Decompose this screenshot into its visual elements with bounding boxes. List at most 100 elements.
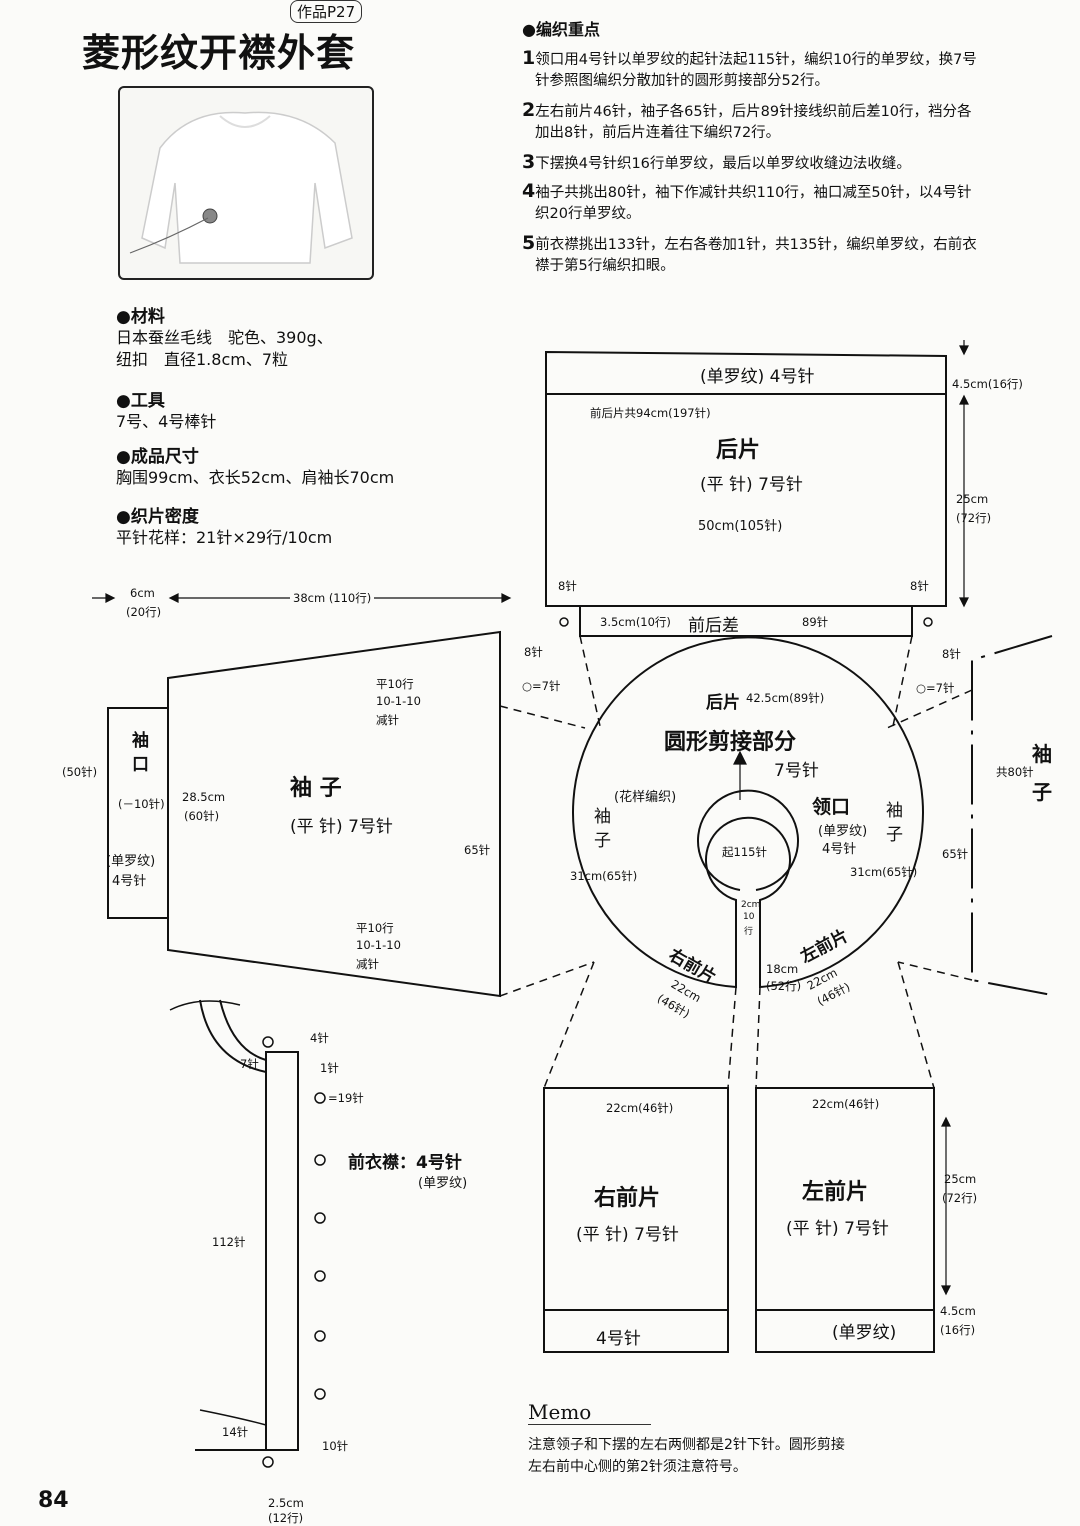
left-cuff-outline	[107, 707, 169, 919]
right-front-outline	[543, 1087, 729, 1353]
front-back-difference	[579, 606, 913, 637]
neck-curve-inner	[219, 999, 267, 1061]
key-points: ●编织重点 1领口用4号针以单罗纹的起针法起115针，编织10行的单罗纹，换7号…	[522, 16, 977, 277]
cuff-name-2: 口	[132, 755, 149, 775]
right-front-name: 右前片	[594, 1186, 661, 1211]
back-needle: (平 针) 7号针	[700, 475, 803, 495]
back-name: 后片	[716, 438, 761, 463]
back-rib-height: 4.5cm(16行)	[952, 377, 1023, 391]
hem-curve	[199, 1409, 267, 1426]
step-4: 4袖子共挑出80针，袖下作减针共织110行，袖口减至50针，以4号针织20行单罗…	[522, 180, 972, 223]
back-add-right: 8针	[910, 579, 929, 593]
step-5: 5前衣襟挑出133针，左右各卷加1针，共135针，编织单罗纹，右前衣襟于第5行编…	[522, 232, 977, 275]
yoke-pattern: (花样编织)	[614, 790, 677, 805]
right-sleeve-stitches: 65针	[942, 847, 969, 861]
yoke-sleeve-left-2: 子	[594, 831, 611, 851]
neck-curve-outer	[199, 999, 267, 1073]
cuff-decrease: (－10针)	[118, 797, 165, 811]
right-sleeve-name-2: 子	[1032, 780, 1052, 804]
sleeve-dec-top-2: 10-1-10	[376, 694, 421, 708]
yoke-depth: 18cm	[766, 962, 799, 976]
materials-line1: 日本蚕丝毛线 驼色、390g、	[116, 328, 333, 347]
neck-rib-unit: 行	[744, 927, 754, 937]
right-front-width: 22cm(46针)	[606, 1101, 674, 1115]
band-width-rows: (12行)	[268, 1511, 304, 1525]
memo-line1: 注意领子和下摆的左右两侧都是2针下针。圆形剪接	[528, 1437, 845, 1453]
sleeve-cuff-width: 28.5cm	[182, 790, 226, 804]
right-front-rib: 4号针	[596, 1329, 641, 1349]
circle-icon: ○	[522, 679, 533, 693]
cuff-name-1: 袖	[132, 731, 149, 751]
sleeve-top-stitches: 65针	[464, 843, 491, 857]
bullet-icon: ●	[116, 307, 131, 327]
right-sleeve-outline	[971, 635, 1053, 996]
diff-label: 前后差	[688, 616, 739, 636]
neck-rib-height: 2cm	[741, 900, 761, 910]
neck-rib-rows: 10	[743, 912, 755, 922]
band-10-stitches: 10针	[322, 1439, 349, 1453]
tools-title: ●工具	[116, 391, 165, 411]
neck-rib: (单罗纹)	[818, 824, 868, 839]
cuff-stitches: (50针)	[62, 765, 98, 779]
sleeve-dec-top-1: 平10行	[376, 677, 414, 691]
left-front-outline	[755, 1087, 935, 1353]
materials-title: ●材料	[116, 307, 165, 327]
left-front-width: 22cm(46针)	[812, 1097, 880, 1111]
step-2: 2左右前片46针，袖子各65针，后片89针接线织前后差10行，裆分各加出8针，前…	[522, 99, 972, 142]
right-sleeve-add-8: 8针	[942, 647, 961, 661]
circle-icon: ○	[916, 681, 927, 695]
memo-title: Memo	[528, 1400, 652, 1425]
sleeve-dec-bottom-2: 10-1-10	[356, 938, 401, 952]
sleeve-dec-bottom-1: 平10行	[356, 921, 394, 935]
front-rib-height: 4.5cm	[940, 1304, 976, 1318]
band-14-stitches: 14针	[222, 1425, 249, 1439]
yoke-sleeve-right-2: 子	[886, 825, 903, 845]
neck-needle: 4号针	[822, 842, 857, 857]
yoke-depth-rows: (52行)	[766, 979, 802, 993]
bullet-icon: ●	[116, 391, 131, 411]
band-1-stitch: 1针	[320, 1061, 339, 1075]
back-width: 50cm(105针)	[698, 519, 783, 534]
garment-sketch	[129, 111, 353, 264]
band-19-stitches: =19针	[328, 1091, 364, 1105]
step-3: 3下摆换4号针织16行单罗纹，最后以单罗纹收缝边法收缝。	[522, 151, 911, 173]
key-points-title: ●编织重点	[522, 20, 600, 39]
front-band-outline	[265, 1051, 299, 1451]
back-rib-label: (单罗纹) 4号针	[700, 367, 815, 387]
work-reference: 作品P27	[290, 0, 363, 23]
band-width: 2.5cm	[268, 1496, 304, 1510]
diff-height: 3.5cm(10行)	[600, 615, 671, 629]
sleeve-length: 38cm (110行)	[290, 590, 375, 606]
yoke-back-width: 42.5cm(89针)	[746, 691, 825, 705]
yoke-outline	[572, 636, 924, 989]
front-band-rib: (单罗纹)	[418, 1176, 468, 1191]
cuff-needle: 4号针	[112, 874, 147, 889]
sleeve-dec-bottom-3: 减针	[356, 957, 379, 971]
cast-on-label: 起115针	[722, 845, 767, 859]
gauge-title: ●织片密度	[116, 507, 199, 527]
page-title: 菱形纹开襟外套	[82, 31, 356, 75]
yoke-back-label: 后片	[706, 693, 740, 713]
left-front-name: 左前片	[802, 1180, 869, 1205]
back-body-height: 25cm	[956, 492, 989, 506]
back-body-rows: (72行)	[956, 511, 992, 525]
yoke-sleeve-right-1: 袖	[886, 801, 903, 821]
yoke-sleeve-width-right: 31cm(65针)	[850, 865, 918, 879]
gauge-section: ●织片密度 平针花样：21针×29行/10cm	[116, 502, 332, 549]
right-front-needle: (平 针) 7号针	[576, 1225, 679, 1245]
tools-line1: 7号、4号棒针	[116, 412, 217, 431]
materials-line2: 纽扣 直径1.8cm、7粒	[116, 350, 289, 369]
yoke-sleeve-left-1: 袖	[594, 807, 611, 827]
gauge-line1: 平针花样：21针×29行/10cm	[116, 528, 333, 547]
sleeve-eq-7: ○=7针	[522, 679, 561, 693]
yoke-needle: 7号针	[774, 761, 819, 781]
neck-label: 领口	[812, 796, 851, 818]
bullet-icon: ●	[522, 20, 536, 39]
yoke-name: 圆形剪接部分	[664, 730, 797, 755]
yoke-sleeve-width-left: 31cm(65针)	[570, 869, 638, 883]
sleeve-cuff-width-stitches: (60针)	[184, 809, 220, 823]
back-add-left: 8针	[558, 579, 577, 593]
front-rib-rows: (16行)	[940, 1323, 976, 1337]
band-112-stitches: 112针	[212, 1235, 246, 1249]
garment-photo	[118, 86, 374, 280]
